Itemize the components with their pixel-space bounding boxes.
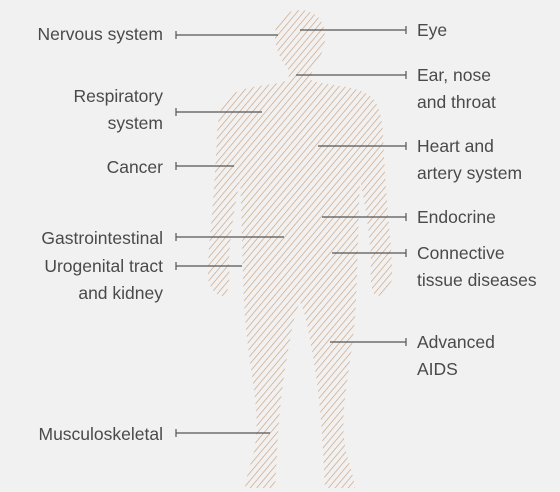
label-respiratory-system: Respiratory system xyxy=(74,83,163,137)
label-line: and throat xyxy=(417,89,496,116)
label-line: Cancer xyxy=(107,154,163,181)
label-line: artery system xyxy=(417,160,522,187)
label-line: Urogenital tract xyxy=(44,253,163,280)
label-line: Advanced xyxy=(417,329,495,356)
label-line: Heart and xyxy=(417,133,522,160)
label-line: Gastrointestinal xyxy=(41,225,163,252)
label-line: Nervous system xyxy=(38,21,163,48)
label-line: Respiratory xyxy=(74,83,163,110)
label-ear-nose-throat: Ear, nose and throat xyxy=(417,62,496,116)
label-line: and kidney xyxy=(44,280,163,307)
label-line: tissue diseases xyxy=(417,267,537,294)
label-connective-tissue-diseases: Connective tissue diseases xyxy=(417,240,537,294)
label-cancer: Cancer xyxy=(107,154,163,181)
label-line: Endocrine xyxy=(417,204,496,231)
label-line: AIDS xyxy=(417,356,495,383)
label-line: system xyxy=(74,110,163,137)
label-line: Connective xyxy=(417,240,537,267)
label-heart-and-artery-system: Heart and artery system xyxy=(417,133,522,187)
label-nervous-system: Nervous system xyxy=(38,21,163,48)
label-gastrointestinal: Gastrointestinal xyxy=(41,225,163,252)
label-urogenital-tract-and-kidney: Urogenital tract and kidney xyxy=(44,253,163,307)
label-advanced-aids: Advanced AIDS xyxy=(417,329,495,383)
label-line: Eye xyxy=(417,17,447,44)
label-line: Ear, nose xyxy=(417,62,496,89)
label-line: Musculoskeletal xyxy=(39,421,164,448)
body-silhouette xyxy=(208,10,392,488)
label-eye: Eye xyxy=(417,17,447,44)
label-musculoskeletal: Musculoskeletal xyxy=(39,421,164,448)
label-endocrine: Endocrine xyxy=(417,204,496,231)
